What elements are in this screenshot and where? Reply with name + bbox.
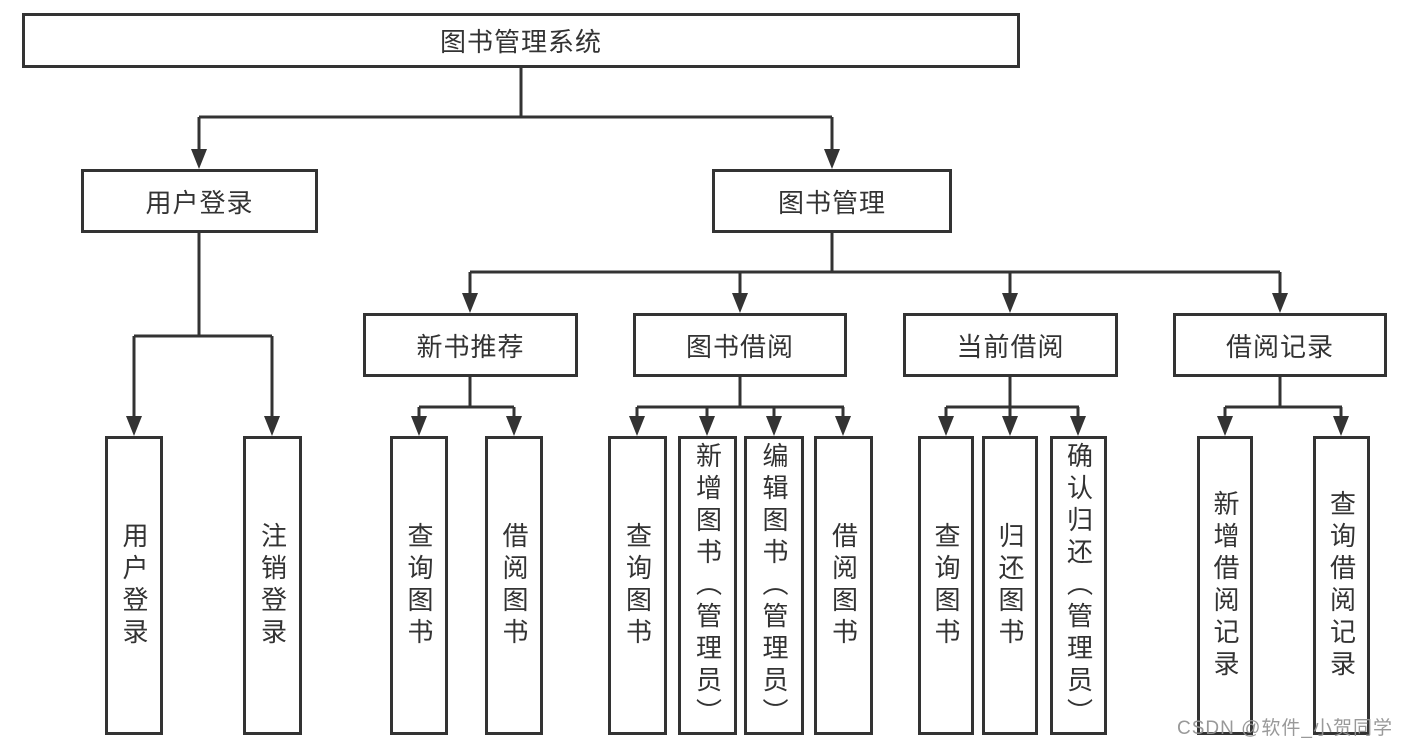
node-label: 确认归还（管理员） [1063,441,1094,730]
leaf-query-books-recommend: 查询图书 [390,436,448,735]
node-label: 借阅图书 [828,521,859,650]
node-label: 归还图书 [995,521,1025,650]
node-book-management: 图书管理 [712,169,952,233]
node-label: 当前借阅 [956,331,1065,362]
node-label: 新增借阅记录 [1210,489,1240,682]
leaf-user-login: 用户登录 [105,436,163,735]
leaf-query-books-current: 查询图书 [918,436,974,735]
leaf-add-book-admin: 新增图书（管理员） [678,436,737,735]
node-borrowing-records: 借阅记录 [1173,313,1387,377]
leaf-logout: 注销登录 [243,436,302,735]
leaf-add-borrow-record: 新增借阅记录 [1197,436,1253,735]
csdn-watermark: CSDN @软件_小贺同学 [1177,718,1393,739]
leaf-edit-book-admin: 编辑图书（管理员） [744,436,804,735]
node-label: 注销登录 [257,521,288,650]
node-label: 用户登录 [119,521,149,650]
leaf-query-borrow-record: 查询借阅记录 [1313,436,1370,735]
node-label: 查询借阅记录 [1326,489,1357,682]
leaf-borrow-books-recommend: 借阅图书 [485,436,543,735]
node-label: 查询图书 [622,521,653,650]
node-label: 图书管理 [777,187,886,218]
node-label: 新增图书（管理员） [692,441,723,730]
leaf-borrow-books: 借阅图书 [814,436,873,735]
node-label: 新书推荐 [416,331,525,362]
node-book-borrowing: 图书借阅 [633,313,847,377]
node-library-management-system: 图书管理系统 [22,13,1020,68]
node-label: 查询图书 [931,521,961,650]
node-label: 图书借阅 [685,331,794,362]
node-new-book-recommendation: 新书推荐 [363,313,578,377]
leaf-confirm-return-admin: 确认归还（管理员） [1050,436,1107,735]
node-label: 查询图书 [404,521,434,650]
node-user-login: 用户登录 [81,169,318,233]
node-label: 编辑图书（管理员） [759,441,789,730]
node-current-borrowing: 当前借阅 [903,313,1118,377]
node-label: 借阅记录 [1225,331,1334,362]
leaf-return-book: 归还图书 [982,436,1038,735]
leaf-query-books-borrow: 查询图书 [608,436,667,735]
node-label: 图书管理系统 [439,27,602,57]
node-label: 借阅图书 [499,521,529,650]
node-label: 用户登录 [145,187,254,218]
